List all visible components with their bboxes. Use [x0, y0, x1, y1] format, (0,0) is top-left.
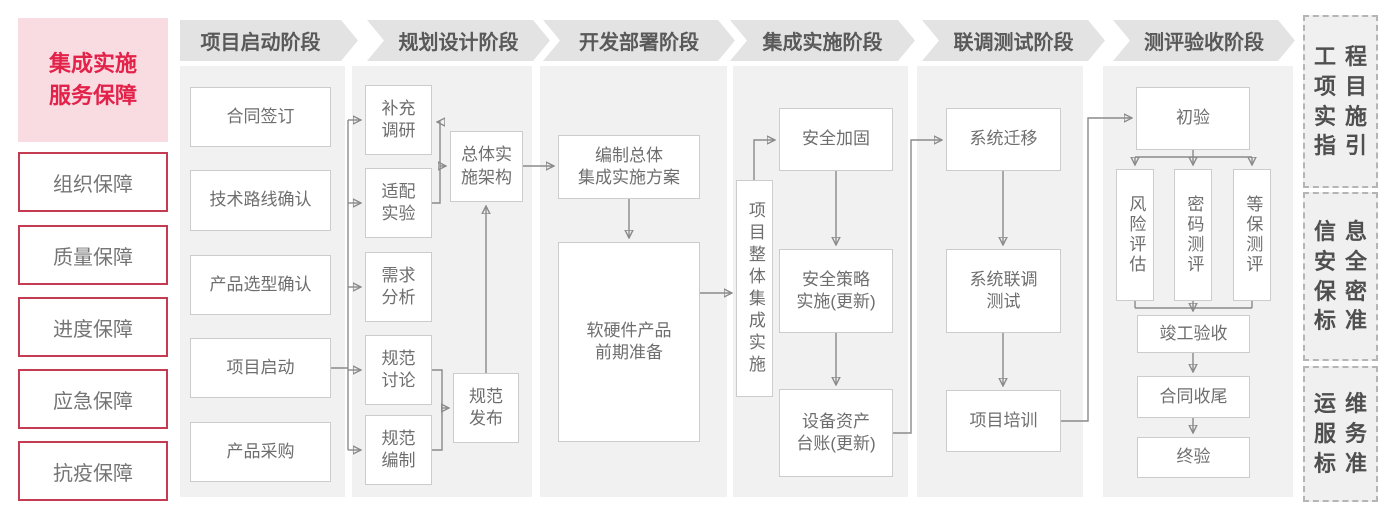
node-risk-assessment: 风险评估: [1116, 169, 1154, 301]
phase-header-project-initiation: 项目启动阶段: [180, 20, 358, 61]
phase-header-integration-impl: 集成实施阶段: [730, 20, 915, 61]
node-spec-release: 规范 发布: [453, 373, 519, 443]
node-supplementary-research: 补充 调研: [365, 85, 432, 155]
node-crypto-evaluation: 密码测评: [1174, 169, 1212, 301]
node-security-policy-impl: 安全策略 实施(更新): [779, 249, 893, 333]
phase-header-dev-deployment: 开发部署阶段: [543, 20, 735, 61]
sidebar-item-epidemic-guarantee: 抗疫保障: [18, 441, 168, 501]
node-mlps-evaluation: 等保测评: [1233, 169, 1271, 301]
node-contract-signing: 合同签订: [190, 87, 331, 147]
node-tech-route-confirm: 技术路线确认: [190, 170, 331, 231]
node-spec-compilation: 规范 编制: [365, 415, 432, 485]
node-system-migration: 系统迁移: [946, 108, 1061, 171]
node-product-selection-confirm: 产品选型确认: [190, 255, 331, 315]
phase-header-evaluation-acceptance: 测评验收阶段: [1113, 20, 1295, 61]
node-overall-integration-impl: 项目整体集成实施: [736, 180, 773, 397]
node-project-training: 项目培训: [946, 390, 1061, 452]
node-adaptation-test: 适配 实验: [365, 168, 432, 238]
sidebar-item-quality-guarantee: 质量保障: [18, 225, 168, 285]
node-preliminary-acceptance: 初验: [1136, 87, 1250, 150]
sidebar-item-organization-guarantee: 组织保障: [18, 152, 168, 212]
node-project-kickoff: 项目启动: [190, 338, 331, 398]
node-product-procurement: 产品采购: [190, 422, 331, 482]
node-security-hardening: 安全加固: [779, 108, 893, 171]
phase-header-joint-testing: 联调测试阶段: [922, 20, 1105, 61]
sidebar-item-emergency-guarantee: 应急保障: [18, 369, 168, 429]
node-completion-acceptance: 竣工验收: [1137, 315, 1250, 353]
guide-operation-service-standards: 运维 服务 标准: [1303, 366, 1378, 502]
phase-header-planning-design: 规划设计阶段: [367, 20, 550, 61]
node-spec-discussion: 规范 讨论: [365, 335, 432, 405]
node-requirement-analysis: 需求 分析: [365, 252, 432, 322]
node-contract-closure: 合同收尾: [1137, 376, 1250, 418]
guide-project-implementation-guidelines: 工程 项目 实施 指引: [1303, 15, 1378, 188]
node-compile-overall-plan: 编制总体 集成实施方案: [558, 135, 700, 199]
sidebar-item-schedule-guarantee: 进度保障: [18, 297, 168, 357]
sidebar-title: 集成实施 服务保障: [18, 18, 168, 142]
node-final-acceptance: 终验: [1137, 437, 1250, 478]
node-asset-ledger-update: 设备资产 台账(更新): [779, 389, 893, 477]
node-hw-sw-preparation: 软硬件产品 前期准备: [558, 242, 700, 442]
node-overall-impl-architecture: 总体实 施架构: [450, 131, 523, 202]
guide-information-security-standards: 信息 安全 保密 标准: [1303, 192, 1378, 361]
node-joint-commissioning-test: 系统联调 测试: [946, 249, 1061, 333]
